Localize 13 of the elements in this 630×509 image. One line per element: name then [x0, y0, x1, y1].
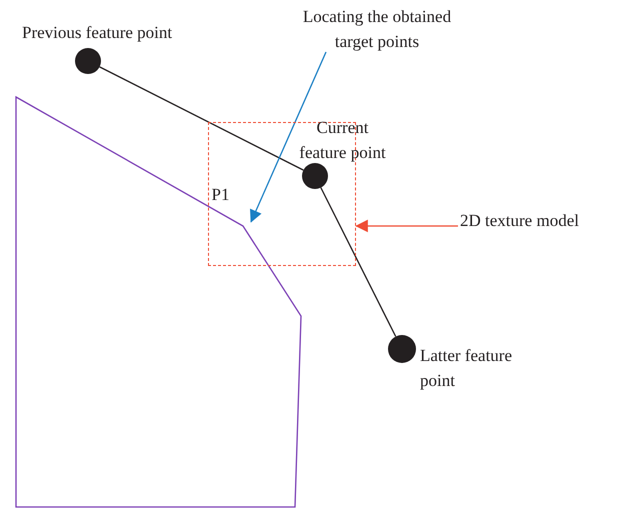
arrow [355, 220, 458, 232]
connector-line [320, 187, 396, 337]
point-label: P1 [212, 182, 236, 206]
annotation-text: Locating the obtained target points [287, 4, 467, 54]
annotation-text: 2D texture model [460, 208, 620, 233]
point-label: Previous feature point [22, 22, 174, 44]
feature-point-dot [302, 162, 328, 188]
arrow [250, 52, 327, 223]
point-label: Latter feature point [420, 345, 514, 392]
feature-point-dot [75, 48, 101, 74]
connector-line [99, 66, 304, 171]
feature-point-dot [388, 335, 416, 363]
point-label: Current feature point [298, 116, 387, 164]
